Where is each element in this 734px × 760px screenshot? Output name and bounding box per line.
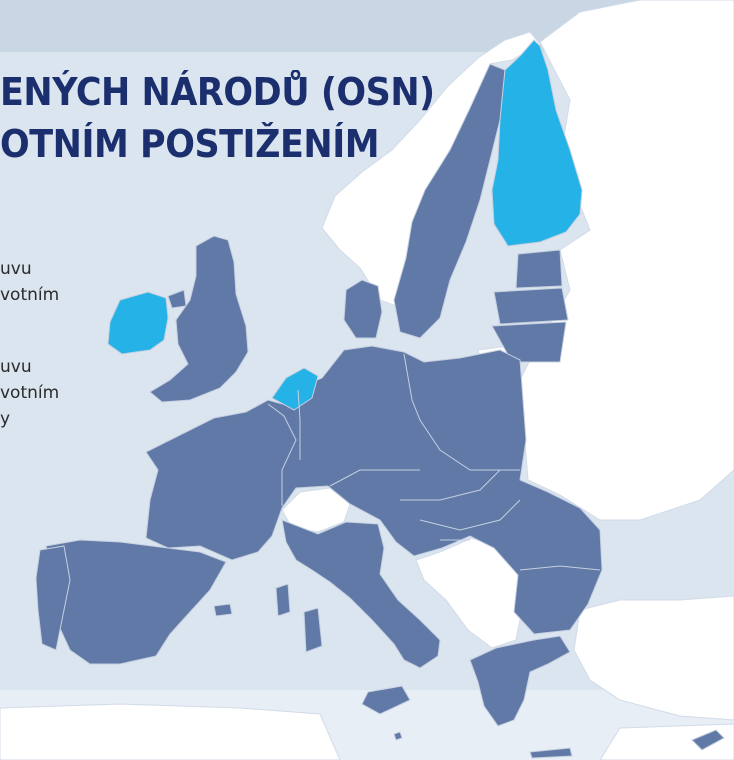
legend-item-2-line-3: y <box>0 409 11 429</box>
country-spain-balearic <box>213 603 233 617</box>
country-france-corsica <box>275 583 291 617</box>
country-italy <box>281 519 441 669</box>
legend-item-2-line-1: uvu <box>0 357 32 377</box>
country-italy-sardinia <box>303 607 323 653</box>
country-uk-ni <box>167 289 187 309</box>
country-malta <box>393 731 403 741</box>
country-portugal <box>35 545 71 651</box>
land-north-africa-east <box>599 723 734 760</box>
country-latvia <box>493 287 569 325</box>
members-status-a <box>35 63 725 759</box>
legend-item-1: uvu votním <box>0 256 59 308</box>
country-italy-sicily <box>361 685 411 715</box>
members-status-b <box>107 39 583 411</box>
country-greece-crete <box>529 747 573 759</box>
land-norway <box>321 31 541 307</box>
legend-item-1-line-2: votním <box>0 285 60 305</box>
legend-item-2: uvu votním y <box>0 354 59 432</box>
country-sweden <box>393 63 506 339</box>
country-lithuania <box>491 321 567 363</box>
legend-item-2-line-2: votním <box>0 383 60 403</box>
country-cyprus <box>691 729 725 751</box>
country-denmark <box>343 279 383 339</box>
country-continent <box>145 345 603 635</box>
internal-borders <box>267 353 601 571</box>
legend-item-1-line-1: uvu <box>0 259 32 279</box>
land-north-africa <box>0 703 341 760</box>
country-estonia <box>515 249 563 289</box>
country-uk <box>149 235 249 403</box>
map-title-line-2: OTNÍM POSTIŽENÍM <box>0 122 380 166</box>
country-ireland <box>107 291 169 355</box>
map-title-line-1: ENÝCH NÁRODŮ (OSN) <box>0 70 435 114</box>
country-greece <box>469 635 571 727</box>
land-turkey <box>573 595 734 721</box>
country-netherlands <box>271 367 319 411</box>
country-finland <box>491 39 583 247</box>
